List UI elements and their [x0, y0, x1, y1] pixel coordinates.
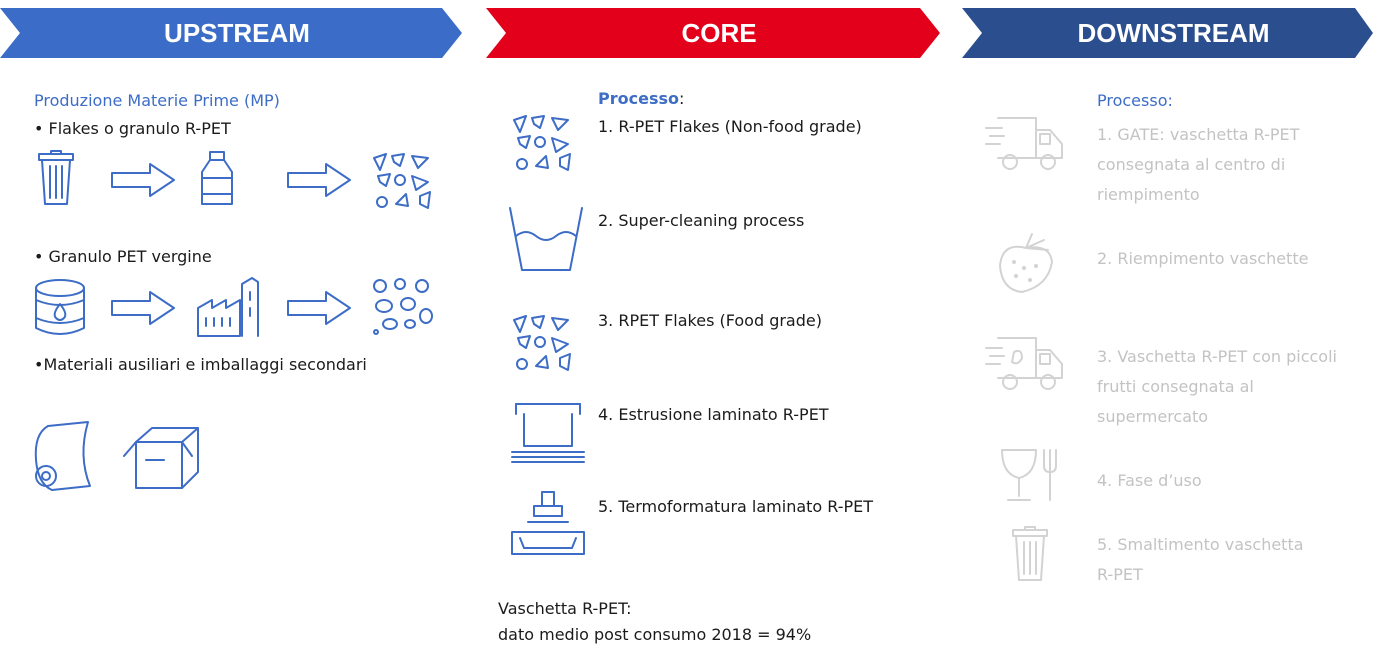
downstream-step-3-line3: supermercato [1097, 407, 1209, 426]
downstream-step-5-line1: 5. Smaltimento vaschetta [1097, 535, 1304, 554]
core-title: Processo: [598, 88, 684, 110]
flakes-icon [510, 314, 576, 372]
upstream-header-label: UPSTREAM [164, 17, 310, 48]
delivery-truck-icon [984, 334, 1066, 396]
upstream-item-virgin-pet: • Granulo PET vergine [34, 247, 212, 266]
core-step-3: 3. RPET Flakes (Food grade) [598, 311, 822, 330]
core-footer-line2: dato medio post consumo 2018 = 94% [498, 625, 812, 644]
upstream-header: UPSTREAM [0, 8, 462, 58]
downstream-title: Processo: [1097, 91, 1173, 110]
downstream-header: DOWNSTREAM [962, 8, 1373, 58]
core-step-1: 1. R-PET Flakes (Non-food grade) [598, 117, 862, 136]
core-title-colon: : [678, 89, 685, 108]
downstream-step-2: 2. Riempimento vaschette [1097, 249, 1309, 268]
core-header-label: CORE [681, 17, 757, 48]
downstream-header-label: DOWNSTREAM [1077, 17, 1270, 48]
trash-bin-icon [36, 150, 76, 206]
oil-barrel-icon [32, 278, 88, 338]
downstream-step-5-line2: R-PET [1097, 565, 1143, 584]
granules-icon [370, 276, 436, 338]
factory-icon [196, 274, 262, 340]
downstream-step-3-line1: 3. Vaschetta R-PET con piccoli [1097, 347, 1337, 366]
core-title-label: Processo [598, 89, 679, 108]
core-header: CORE [486, 8, 940, 58]
bottle-icon [198, 150, 236, 208]
extrusion-icon [510, 402, 586, 466]
film-roll-icon [30, 420, 94, 492]
downstream-step-1-line3: riempimento [1097, 185, 1200, 204]
strawberry-icon [996, 232, 1056, 294]
thermoforming-icon [508, 490, 588, 556]
downstream-step-3-line2: frutti consegnata al [1097, 377, 1254, 396]
core-step-2: 2. Super-cleaning process [598, 211, 805, 230]
upstream-item-flakes: • Flakes o granulo R-PET [34, 119, 231, 138]
box-icon [122, 420, 202, 492]
core-step-5: 5. Termoformatura laminato R-PET [598, 497, 874, 516]
glass-fork-icon [1000, 448, 1062, 504]
wash-basin-icon [508, 206, 584, 272]
core-footer-line1: Vaschetta R-PET: [498, 599, 632, 618]
flakes-icon [370, 152, 436, 210]
downstream-step-1-line2: consegnata al centro di [1097, 155, 1286, 174]
core-step-4: 4. Estrusione laminato R-PET [598, 405, 829, 424]
flakes-icon [510, 114, 576, 172]
trash-bin-icon [1010, 526, 1050, 582]
arrow-right-icon [286, 290, 352, 326]
downstream-step-4: 4. Fase d’uso [1097, 471, 1202, 490]
upstream-title: Produzione Materie Prime (MP) [34, 91, 280, 110]
arrow-right-icon [286, 162, 352, 198]
delivery-truck-icon [984, 114, 1066, 176]
downstream-step-1-line1: 1. GATE: vaschetta R-PET [1097, 125, 1300, 144]
arrow-right-icon [110, 162, 176, 198]
upstream-item-auxiliary: •Materiali ausiliari e imballaggi second… [34, 355, 367, 374]
arrow-right-icon [110, 290, 176, 326]
